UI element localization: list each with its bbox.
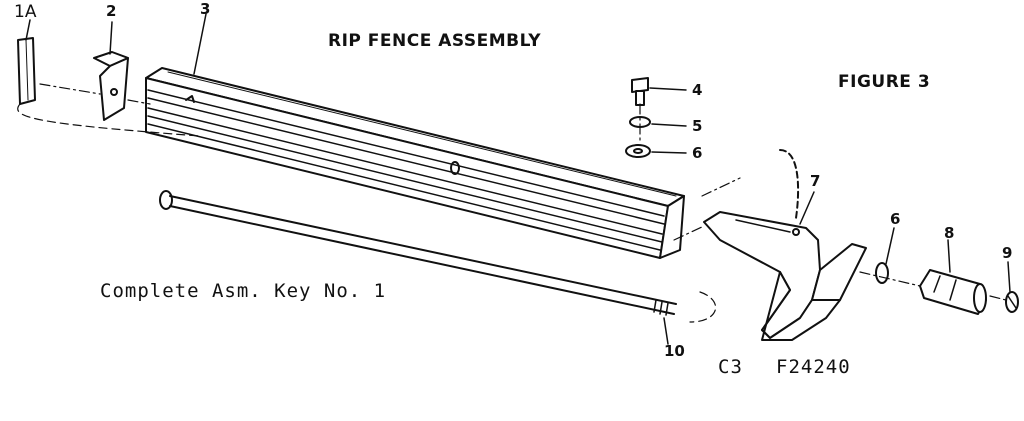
callout-7: 7 (810, 172, 821, 190)
part-7-clamp (703, 149, 867, 341)
code-right: F24240 (776, 356, 851, 378)
part-3-fence-rail (145, 67, 685, 259)
part-6-washer (625, 144, 651, 158)
part-4-bolt (631, 77, 649, 106)
diagram-title: RIP FENCE ASSEMBLY (328, 31, 542, 51)
figure-label: FIGURE 3 (838, 72, 931, 92)
callout-1a: 1A (14, 2, 37, 22)
code-left: C3 (718, 356, 743, 378)
centerlines (39, 83, 1007, 301)
leader-lines (25, 13, 1011, 345)
part-10-rod (159, 190, 677, 316)
part-6-small-washer (875, 262, 889, 284)
part-1a-bar (17, 37, 36, 105)
callout-6-washer: 6 (692, 144, 703, 162)
callout-5: 5 (692, 117, 703, 135)
callout-2: 2 (106, 2, 117, 20)
part-2-bracket (93, 51, 129, 121)
callout-6-small: 6 (890, 210, 901, 228)
callout-10: 10 (664, 342, 685, 360)
part-9-cap (1005, 291, 1019, 313)
callout-8: 8 (944, 224, 955, 242)
part-8-knob (919, 269, 987, 315)
assembly-boundary (17, 103, 717, 323)
callout-9: 9 (1002, 244, 1013, 262)
callout-4: 4 (692, 81, 703, 99)
assembly-note: Complete Asm. Key No. 1 (100, 280, 387, 302)
callout-3: 3 (200, 0, 211, 18)
